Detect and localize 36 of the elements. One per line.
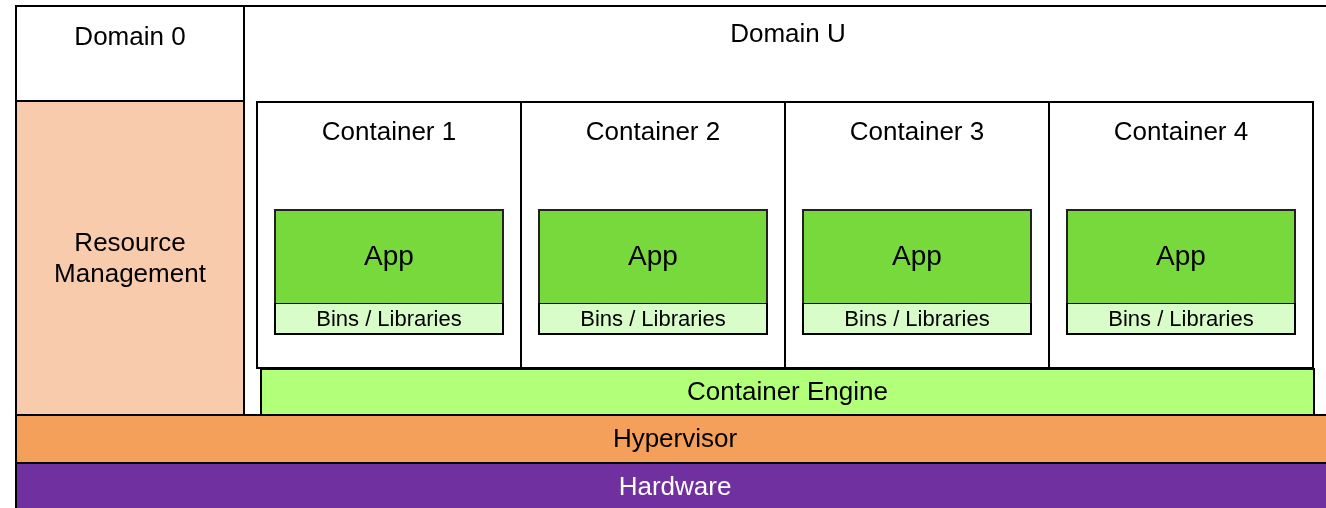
- container-box: [520, 101, 786, 369]
- libraries-label: Bins / Libraries: [1107, 305, 1255, 332]
- app-box: [802, 209, 1032, 335]
- hardware-bar: [15, 462, 1326, 508]
- container-label: Container 4: [1112, 116, 1250, 148]
- container-box: [1048, 101, 1314, 369]
- libraries-band: [274, 303, 504, 335]
- libraries-band: [802, 303, 1032, 335]
- engine-label: Container Engine: [686, 376, 889, 408]
- hypervisor-bar: [15, 414, 1326, 464]
- management-box: [15, 100, 245, 416]
- domain-box: [15, 5, 245, 102]
- container-box: [784, 101, 1050, 369]
- container-label: Container 3: [848, 116, 986, 148]
- app-box: [274, 209, 504, 335]
- management-label: Resource Management: [53, 226, 207, 290]
- engine-bar: [260, 368, 1315, 416]
- libraries-label: Bins / Libraries: [579, 305, 727, 332]
- app-label: App: [891, 239, 943, 273]
- app-label: App: [1155, 239, 1207, 273]
- domain-label: Domain 0: [73, 21, 187, 53]
- container-label: Container 2: [584, 116, 722, 148]
- libraries-band: [538, 303, 768, 335]
- libraries-label: Bins / Libraries: [315, 305, 463, 332]
- app-label: App: [627, 239, 679, 273]
- domain-box: [243, 5, 1326, 416]
- hardware-label: Hardware: [617, 471, 733, 503]
- libraries-label: Bins / Libraries: [843, 305, 991, 332]
- container-box: [256, 101, 522, 369]
- hypervisor-label: Hypervisor: [611, 423, 739, 455]
- domain-label: Domain U: [729, 18, 847, 50]
- container-label: Container 1: [320, 116, 458, 148]
- app-box: [1066, 209, 1296, 335]
- app-label: App: [363, 239, 415, 273]
- libraries-band: [1066, 303, 1296, 335]
- app-box: [538, 209, 768, 335]
